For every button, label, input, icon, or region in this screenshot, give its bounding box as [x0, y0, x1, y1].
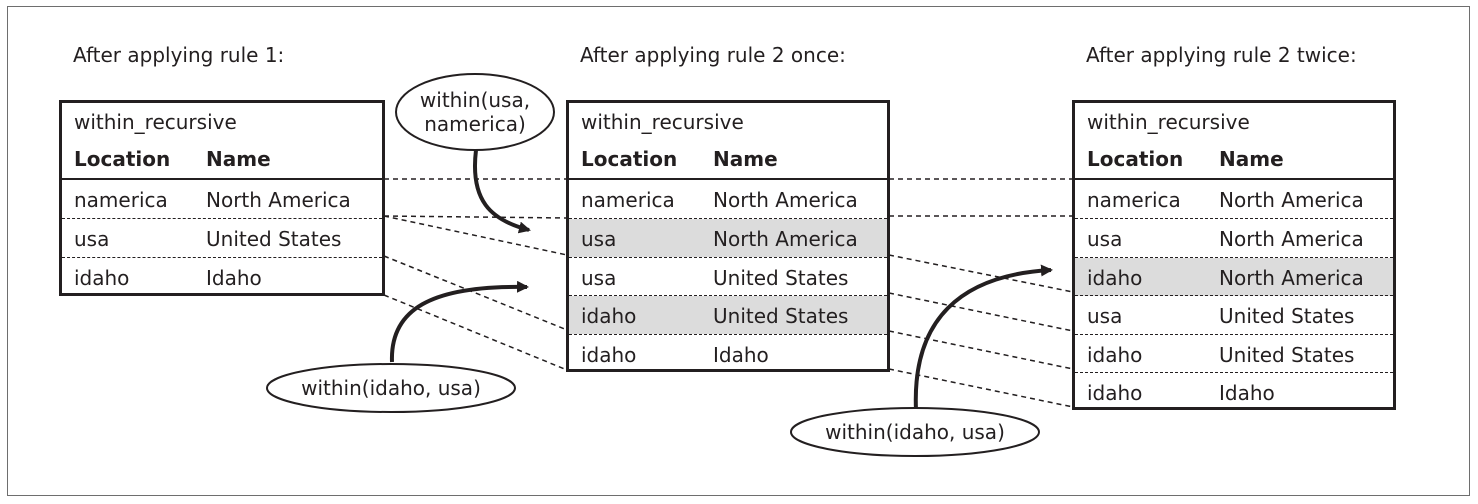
row-divider — [1075, 218, 1393, 219]
row-divider — [569, 334, 887, 335]
table-row-highlighted: idaho North America — [1075, 258, 1393, 296]
table-after-rule-2-twice: within_recursive Location Name namerica … — [1072, 100, 1396, 410]
header-location: Location — [1087, 147, 1184, 171]
cell-name: United States — [713, 304, 849, 328]
cell-name: Idaho — [1219, 381, 1275, 405]
table-name: within_recursive — [74, 110, 237, 134]
arrow-idaho-usa-2 — [913, 264, 1053, 411]
row-divider — [569, 218, 887, 219]
cell-name: North America — [1219, 227, 1364, 251]
table-row: usa North America — [1075, 219, 1393, 257]
bubble-usa-namerica-line2: namerica) — [424, 112, 526, 136]
row-divider — [1075, 295, 1393, 296]
caption-rule-2-once: After applying rule 2 once: — [580, 43, 846, 67]
cell-location: usa — [74, 227, 110, 251]
table-row: namerica North America — [62, 180, 382, 218]
cell-location: idaho — [581, 343, 637, 367]
header-name: Name — [206, 147, 271, 171]
table-row: idaho United States — [1075, 335, 1393, 373]
row-divider — [1075, 334, 1393, 335]
row-divider — [569, 295, 887, 296]
table-row: idaho Idaho — [569, 335, 887, 373]
row-divider — [62, 257, 382, 258]
header-divider — [569, 178, 887, 180]
table-row: idaho Idaho — [62, 258, 382, 296]
table-row: usa United States — [569, 258, 887, 296]
header-divider — [62, 178, 382, 180]
cell-location: idaho — [1087, 343, 1143, 367]
header-location: Location — [581, 147, 678, 171]
dashed-link-idaho-to-idaho-unitedstates — [383, 255, 568, 331]
bubble-usa-namerica-outline — [395, 73, 555, 151]
cell-name: North America — [713, 227, 858, 251]
cell-name: United States — [1219, 343, 1355, 367]
table-row: usa United States — [1075, 296, 1393, 334]
dashed-link-usa-to-usa-unitedstates — [383, 215, 568, 219]
dashed-link-idaho-to-idaho-idaho — [383, 294, 568, 371]
cell-location: usa — [581, 227, 617, 251]
cell-name: Idaho — [713, 343, 769, 367]
cell-location: usa — [1087, 304, 1123, 328]
cell-name: North America — [1219, 188, 1364, 212]
figure-frame — [7, 6, 1470, 496]
table-row: namerica North America — [569, 180, 887, 218]
cell-location: idaho — [74, 266, 130, 290]
header-divider — [1075, 178, 1393, 180]
cell-name: North America — [206, 188, 351, 212]
cell-location: usa — [1087, 227, 1123, 251]
table-row: usa United States — [62, 219, 382, 257]
table-header: Location Name — [569, 143, 887, 178]
table-header: Location Name — [1075, 143, 1393, 178]
dashed-link-usa-to-usa-namerica — [383, 215, 568, 256]
cell-name: United States — [713, 266, 849, 290]
bubble-usa-namerica-line1: within(usa, — [419, 88, 531, 112]
cell-location: namerica — [1087, 188, 1181, 212]
bubble-idaho-usa-1: within(idaho, usa) — [301, 376, 481, 400]
bubble-usa-namerica: within(usa, namerica) — [396, 88, 554, 136]
bubble-idaho-usa-1-outline — [266, 363, 516, 413]
table-row: idaho Idaho — [1075, 373, 1393, 411]
row-divider — [569, 257, 887, 258]
caption-rule-1: After applying rule 1: — [73, 43, 285, 67]
table-header: Location Name — [62, 143, 382, 178]
cell-location: namerica — [581, 188, 675, 212]
caption-rule-2-twice: After applying rule 2 twice: — [1086, 43, 1357, 67]
cell-location: idaho — [1087, 266, 1143, 290]
cell-location: idaho — [1087, 381, 1143, 405]
row-divider — [1075, 372, 1393, 373]
header-name: Name — [713, 147, 778, 171]
dashed-link-idaho-idaho-2 — [888, 330, 1074, 370]
table-after-rule-2-once: within_recursive Location Name namerica … — [566, 100, 890, 372]
cell-name: North America — [713, 188, 858, 212]
table-name: within_recursive — [581, 110, 744, 134]
dashed-link-usa-unitedstates-2 — [888, 254, 1074, 293]
table-row: namerica North America — [1075, 180, 1393, 218]
header-location: Location — [74, 147, 171, 171]
table-row-highlighted: usa North America — [569, 219, 887, 257]
dashed-link-idaho-idaho-3 — [888, 368, 1074, 408]
dashed-link-idaho-unitedstates-2 — [888, 292, 1074, 332]
table-name: within_recursive — [1087, 110, 1250, 134]
row-divider — [1075, 257, 1393, 258]
cell-location: namerica — [74, 188, 168, 212]
arrow-idaho-usa-1 — [389, 280, 529, 363]
cell-name: Idaho — [206, 266, 262, 290]
bubble-idaho-usa-2: within(idaho, usa) — [825, 420, 1005, 444]
cell-name: United States — [206, 227, 342, 251]
cell-location: idaho — [581, 304, 637, 328]
cell-name: North America — [1219, 266, 1364, 290]
cell-name: United States — [1219, 304, 1355, 328]
header-name: Name — [1219, 147, 1284, 171]
row-divider — [62, 218, 382, 219]
cell-location: usa — [581, 266, 617, 290]
arrow-usa-namerica — [473, 149, 531, 234]
table-row-highlighted: idaho United States — [569, 296, 887, 334]
table-after-rule-1: within_recursive Location Name namerica … — [59, 100, 385, 296]
bubble-idaho-usa-2-outline — [790, 407, 1040, 457]
